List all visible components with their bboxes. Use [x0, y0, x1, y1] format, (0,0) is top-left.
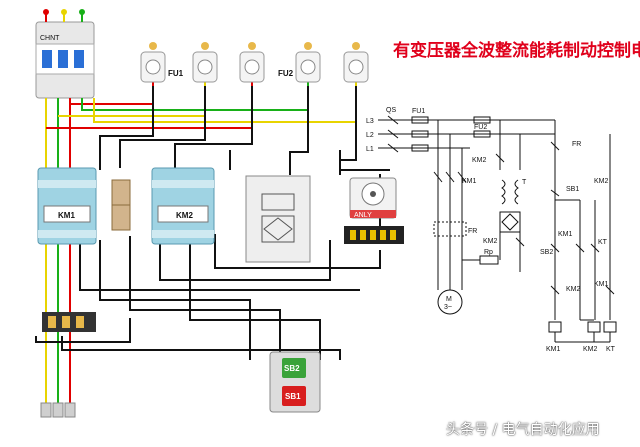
label-kt-contact: KT [598, 239, 608, 246]
line-label-l2: L2 [366, 132, 374, 139]
label-km2-top: KM2 [472, 157, 487, 164]
thermal-relay [42, 312, 96, 332]
label-sb1: SB1 [566, 186, 579, 193]
rheostat [111, 179, 131, 231]
button-label-sb2: SB2 [284, 364, 300, 373]
schematic-fuse-fu1: FU1 [412, 108, 425, 115]
label-transformer: T [522, 179, 527, 186]
label-motor: M [446, 296, 452, 303]
coil-label-km1: KM1 [546, 346, 561, 353]
line-label-l3: L3 [366, 118, 374, 125]
schematic [378, 115, 617, 343]
fuse-label-fu2: FU2 [278, 69, 294, 78]
label-km2-interlock: KM2 [566, 286, 581, 293]
schematic-fuse-fu2: FU2 [474, 124, 487, 131]
label-rp: Rp [484, 249, 493, 256]
timer-brand: ANLY [354, 212, 372, 219]
push-button-station: SB2 SB1 [269, 351, 321, 413]
label-km1-hold: KM1 [558, 231, 573, 238]
label-motor-phase: 3~ [444, 304, 452, 311]
fuse-label-fu1: FU1 [168, 69, 184, 78]
label-fr-main: FR [468, 228, 477, 235]
diagram-title: 有变压器全波整流能耗制动控制电路 [393, 41, 640, 61]
contactor-label-km2: KM2 [176, 211, 193, 220]
label-km1-main: KM1 [462, 178, 477, 185]
fuse-group-fu1: FU1 [140, 42, 265, 83]
coil-label-kt: KT [606, 346, 616, 353]
time-relay: ANLY [344, 177, 404, 244]
label-km1-interlock: KM1 [594, 281, 609, 288]
switch-label-qs: QS [386, 107, 396, 114]
label-sb2: SB2 [540, 249, 553, 256]
label-fr-ctrl: FR [572, 141, 581, 148]
watermark: 头条号 / 电气自动化应用 [446, 422, 600, 438]
transformer-rectifier [245, 175, 311, 263]
label-km2-ctrl-top: KM2 [594, 178, 609, 185]
contactor-km1: KM1 [37, 167, 97, 245]
contactor-label-km1: KM1 [58, 211, 75, 220]
fuse-group-fu2: FU2 [278, 42, 369, 83]
contactor-km2: KM2 [151, 167, 215, 245]
label-km2-mid: KM2 [483, 238, 498, 245]
line-label-l1: L1 [366, 146, 374, 153]
coil-label-km2: KM2 [583, 346, 598, 353]
breaker-brand: CHNT [40, 35, 60, 42]
button-label-sb1: SB1 [285, 392, 301, 401]
circuit-breaker: CHNT [35, 21, 95, 99]
